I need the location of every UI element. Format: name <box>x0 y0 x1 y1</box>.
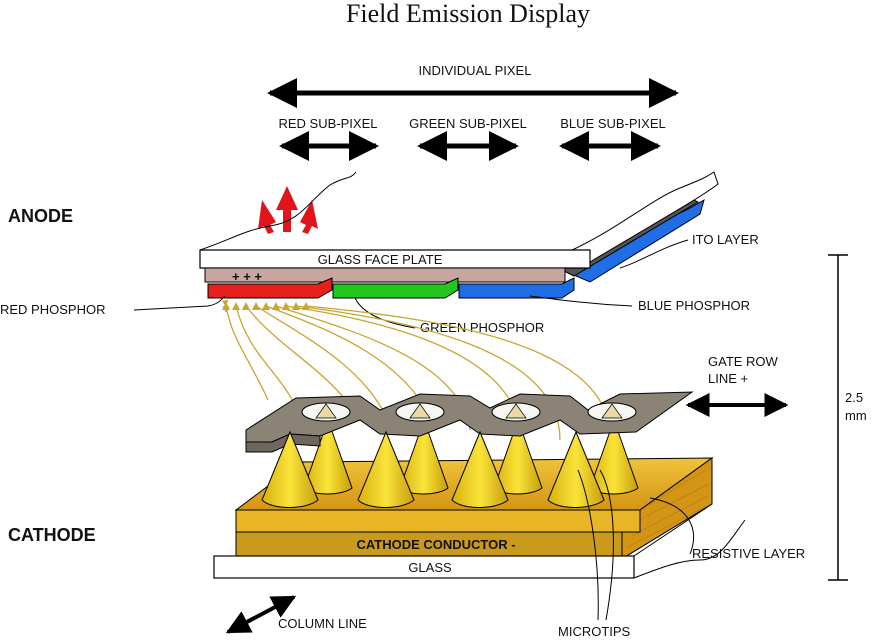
aperture-tips <box>315 403 623 419</box>
microtips-leader-2 <box>599 469 614 621</box>
gate-metal-front-edge <box>245 433 321 453</box>
blue-phosphor-label: BLUE PHOSPHOR <box>638 298 750 313</box>
cathode-conductor-base <box>235 531 623 557</box>
microtips-leader-1 <box>577 469 599 621</box>
anode-label: ANODE <box>8 206 73 226</box>
blue-phosphor <box>458 277 575 299</box>
gate-row-label-line1: GATE ROW <box>708 354 779 369</box>
red-subpixel-label: RED SUB-PIXEL <box>279 116 378 131</box>
microtips-label: MICROTIPS <box>558 624 631 639</box>
height-label-bg <box>844 388 892 428</box>
red-phosphor-label: RED PHOSPHOR <box>0 302 105 317</box>
column-line-arrow <box>225 595 297 634</box>
glass-base <box>213 555 635 579</box>
emitted-light-icon <box>258 186 318 234</box>
glass-face-plate-label: GLASS FACE PLATE <box>318 252 443 267</box>
cathode-conductor-label: CATHODE CONDUCTOR - <box>356 537 515 552</box>
green-phosphor-label: GREEN PHOSPHOR <box>420 320 544 335</box>
glass-face-plate <box>199 249 591 269</box>
green-phosphor <box>332 277 459 299</box>
height-unit: mm <box>845 408 867 423</box>
glass-base-side <box>633 503 713 557</box>
resistive-layer-label: RESISTIVE LAYER <box>692 546 805 561</box>
ito-layer <box>204 267 566 283</box>
ito-layer-leader <box>619 239 689 269</box>
gate-metal-grid <box>245 391 694 443</box>
resistive-layer-leader <box>649 497 695 555</box>
glass-plate-slant <box>566 171 719 263</box>
red-phosphor <box>207 277 333 299</box>
green-subpixel-label: GREEN SUB-PIXEL <box>409 116 527 131</box>
glass-base-break-edge <box>633 519 746 579</box>
gate-row-label-line2: LINE + <box>708 371 748 386</box>
microtips-back-row <box>303 418 639 495</box>
cathode-conductor <box>235 509 641 533</box>
cathode-label: CATHODE <box>8 525 96 545</box>
column-line-label: COLUMN LINE <box>278 616 367 631</box>
height-value: 2.5 <box>845 390 863 405</box>
glass-label: GLASS <box>408 560 452 575</box>
blue-subpixel-label: BLUE SUB-PIXEL <box>560 116 666 131</box>
red-phosphor-leader <box>133 295 226 311</box>
ito-layer-label: ITO LAYER <box>692 232 759 247</box>
blue-phosphor-leader <box>529 295 633 307</box>
individual-pixel-label: INDIVIDUAL PIXEL <box>419 63 532 78</box>
plus-signs: + + + <box>232 269 262 284</box>
face-plate-break-edge <box>199 171 357 251</box>
green-phosphor-leader <box>354 297 416 329</box>
electron-arrowheads <box>222 302 310 310</box>
microtips-front-row <box>261 430 605 508</box>
diagram-title: Field Emission Display <box>346 0 590 28</box>
